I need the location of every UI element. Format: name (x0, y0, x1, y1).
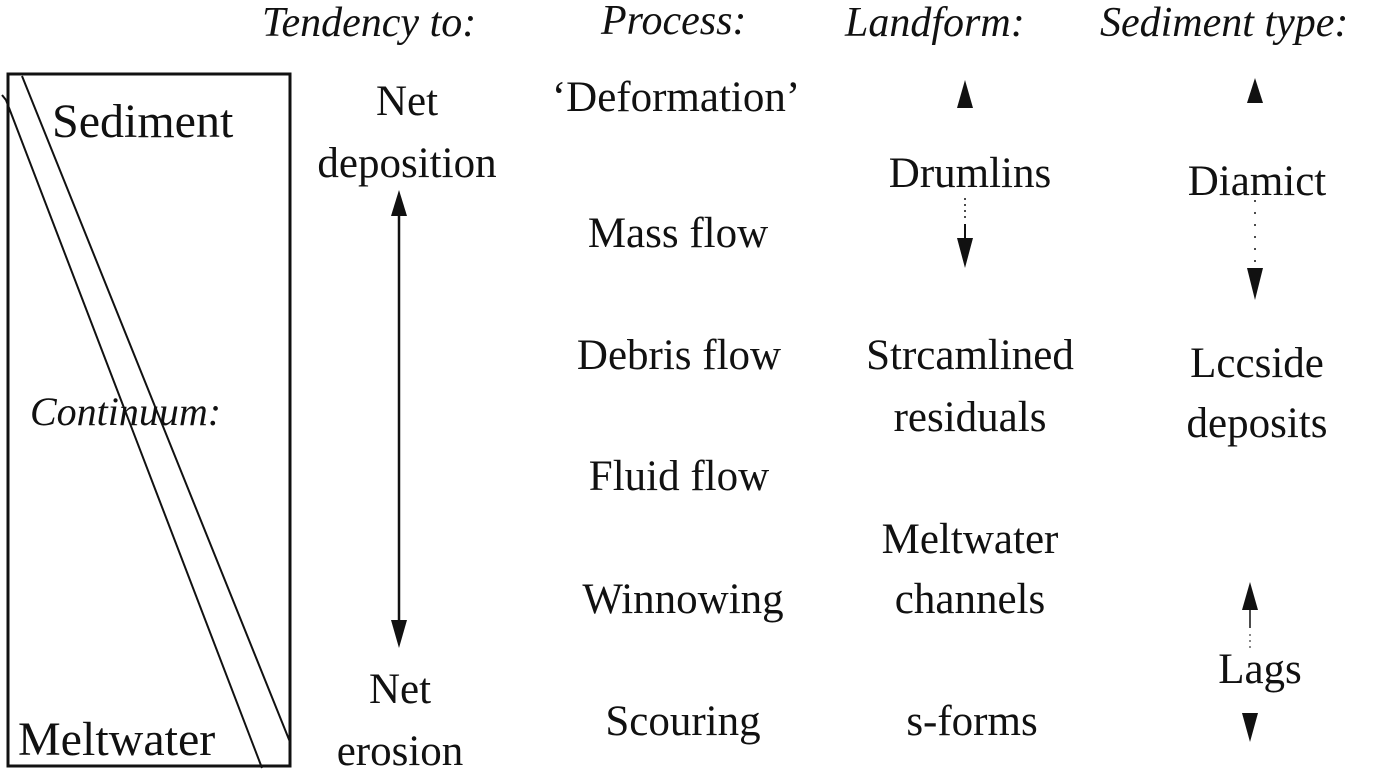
lags-arrow-down-icon (1242, 713, 1258, 742)
process-item: Mass flow (587, 210, 769, 257)
process-item: Fluid flow (588, 453, 770, 500)
sediment-leeside-line1: Lccside (1190, 340, 1324, 387)
lags-arrow-up-icon (1242, 582, 1258, 610)
continuum-box (6, 72, 292, 768)
continuum-bottom-label: Meltwater (18, 713, 216, 766)
landform-streamlined-line2: residuals (893, 394, 1047, 441)
process-item: Scouring (605, 698, 761, 745)
tendency-bottom-line2: erosion (336, 728, 464, 775)
process-item: Winnowing (582, 576, 784, 623)
sediment-lags: Lags (1218, 646, 1302, 693)
continuum-diagonal-line-1 (5, 99, 263, 769)
header-landform: Landform: (845, 0, 1025, 46)
landform-drumlins: Drumlins (888, 150, 1052, 197)
continuum-middle-label: Continuum: (30, 389, 222, 434)
header-process: Process: (601, 0, 747, 44)
landform-streamlined-line1: Strcamlined (866, 332, 1074, 379)
continuum-diagonal-line-2 (21, 75, 291, 743)
process-item: ‘Deformation’ (551, 74, 801, 121)
sediment-diamict: Diamict (1187, 158, 1327, 205)
tendency-double-arrow (391, 190, 407, 648)
continuum-top-label: Sediment (52, 95, 234, 148)
landform-arrow-down-icon (957, 238, 973, 268)
sediment-arrow-up-icon (1247, 78, 1263, 103)
arrow-down-icon (391, 620, 407, 648)
tendency-top-line2: deposition (317, 140, 497, 187)
landform-meltwater-line1: Meltwater (881, 516, 1059, 563)
landform-arrow-up-icon (957, 80, 973, 108)
process-item: Debris flow (576, 332, 782, 379)
tendency-top-line1: Net (375, 78, 439, 125)
sediment-leeside-line2: deposits (1186, 400, 1328, 447)
arrow-up-icon (391, 190, 407, 216)
landform-sforms: s-forms (906, 698, 1038, 745)
sediment-arrow-down-icon (1247, 268, 1263, 300)
tendency-bottom-line1: Net (368, 666, 432, 713)
header-tendency: Tendency to: (262, 0, 477, 46)
landform-meltwater-line2: channels (894, 576, 1046, 623)
header-sediment-type: Sediment type: (1100, 0, 1349, 46)
